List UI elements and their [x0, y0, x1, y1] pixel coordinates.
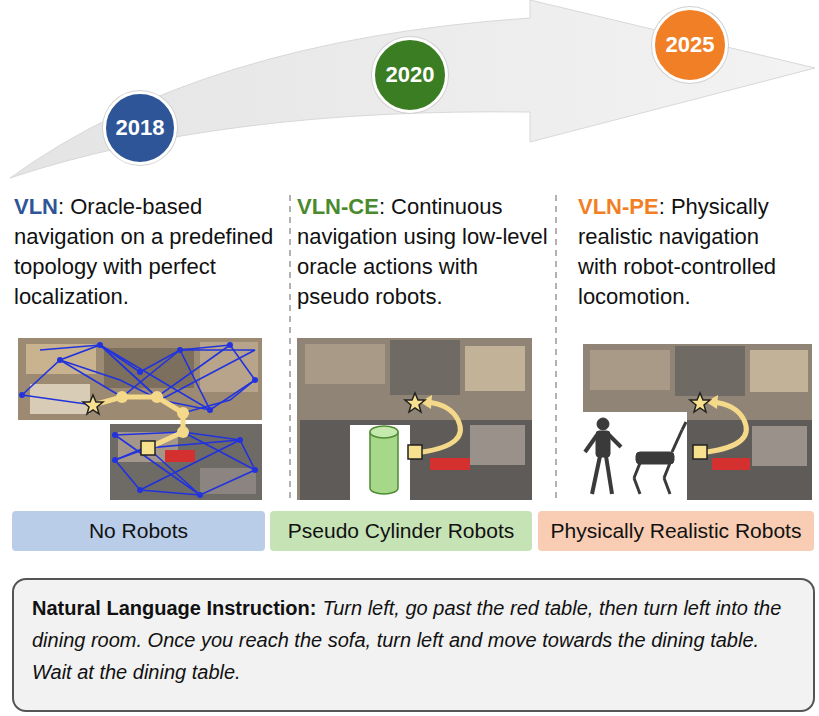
- year-circle: 2018: [103, 91, 177, 165]
- era-description: VLN: Oracle-based navigation on a predef…: [14, 192, 286, 312]
- separator: [289, 195, 291, 500]
- era-name: VLN-CE: [297, 194, 379, 219]
- robot-band: No Robots: [12, 511, 265, 551]
- instruction-box: Natural Language Instruction:Turn left, …: [12, 578, 815, 712]
- year-circle: 2020: [372, 37, 448, 113]
- band-label: No Robots: [89, 519, 188, 543]
- band-label: Pseudo Cylinder Robots: [288, 519, 514, 543]
- instruction-heading: Natural Language Instruction:: [32, 597, 316, 619]
- topology-map: [18, 338, 262, 500]
- year-label: 2025: [666, 32, 715, 58]
- era-description: VLN-CE: Continuous navigation using low-…: [297, 192, 552, 312]
- year-label: 2018: [116, 115, 165, 141]
- robot-band: Pseudo Cylinder Robots: [270, 511, 532, 551]
- year-circle: 2025: [652, 7, 728, 83]
- timeline-arrow: [10, 0, 815, 178]
- era-description: VLN-PE: Physically realistic navigation …: [578, 192, 778, 312]
- physical-map: [575, 344, 812, 500]
- era-name: VLN: [14, 194, 58, 219]
- robot-band: Physically Realistic Robots: [538, 511, 814, 551]
- era-name: VLN-PE: [578, 194, 659, 219]
- band-label: Physically Realistic Robots: [551, 519, 802, 543]
- separator: [555, 195, 557, 500]
- continuous-map: [297, 338, 532, 500]
- year-label: 2020: [386, 62, 435, 88]
